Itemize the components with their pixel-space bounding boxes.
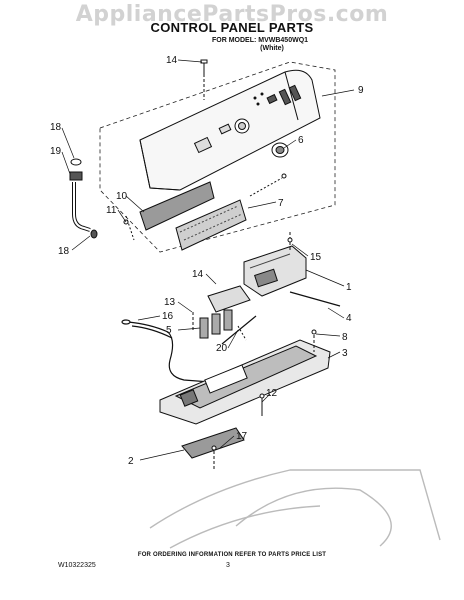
hose-assembly <box>69 158 98 239</box>
callout-5: 5 <box>166 325 172 336</box>
callout-10: 10 <box>116 191 128 202</box>
console-panel <box>139 69 321 191</box>
callout-11: 11 <box>106 205 117 216</box>
screw-12 <box>259 393 265 416</box>
watermark: AppliancePartsPros.com <box>75 2 389 27</box>
callout-9: 9 <box>358 85 364 96</box>
model-line: FOR MODEL: MVWB450WQ1 <box>211 37 309 44</box>
mounting-bracket <box>181 427 245 470</box>
callout-17: 17 <box>236 431 248 442</box>
knob <box>271 142 289 158</box>
leader-lines <box>61 59 355 461</box>
wire-harness <box>121 319 211 383</box>
callout-labels: 14 9 18 19 6 10 11 7 18 15 14 1 13 16 4 … <box>50 55 364 467</box>
callout-12: 12 <box>266 388 278 399</box>
console-base <box>159 329 331 425</box>
callout-3: 3 <box>342 348 348 359</box>
washer-top-outline <box>149 469 441 549</box>
switch-module <box>243 232 307 297</box>
callout-14: 14 <box>192 269 204 280</box>
callout-2: 2 <box>128 456 134 467</box>
callout-4: 4 <box>346 313 352 324</box>
callout-1: 1 <box>346 282 352 293</box>
callout-13: 13 <box>164 297 176 308</box>
model-color: (White) <box>260 45 284 52</box>
callout-7: 7 <box>278 198 284 209</box>
valve-assembly <box>192 285 251 341</box>
control-board-assembly <box>123 173 287 251</box>
callout-18: 18 <box>50 122 62 133</box>
assembly-boundary <box>99 61 336 253</box>
callout-19: 19 <box>50 146 62 157</box>
page-number: 3 <box>226 562 230 569</box>
linkage-rod <box>221 291 341 345</box>
callout-6: 6 <box>298 135 304 146</box>
screw-top <box>200 59 208 100</box>
callout-20: 20 <box>216 343 228 354</box>
callout-18: 18 <box>58 246 70 257</box>
page-title: CONTROL PANEL PARTS <box>150 20 314 35</box>
document-number: W10322325 <box>58 562 96 569</box>
callout-14: 14 <box>166 55 178 66</box>
callout-8: 8 <box>342 332 348 343</box>
callout-16: 16 <box>162 311 174 322</box>
ordering-note: FOR ORDERING INFORMATION REFER TO PARTS … <box>137 552 327 558</box>
callout-15: 15 <box>310 252 322 263</box>
